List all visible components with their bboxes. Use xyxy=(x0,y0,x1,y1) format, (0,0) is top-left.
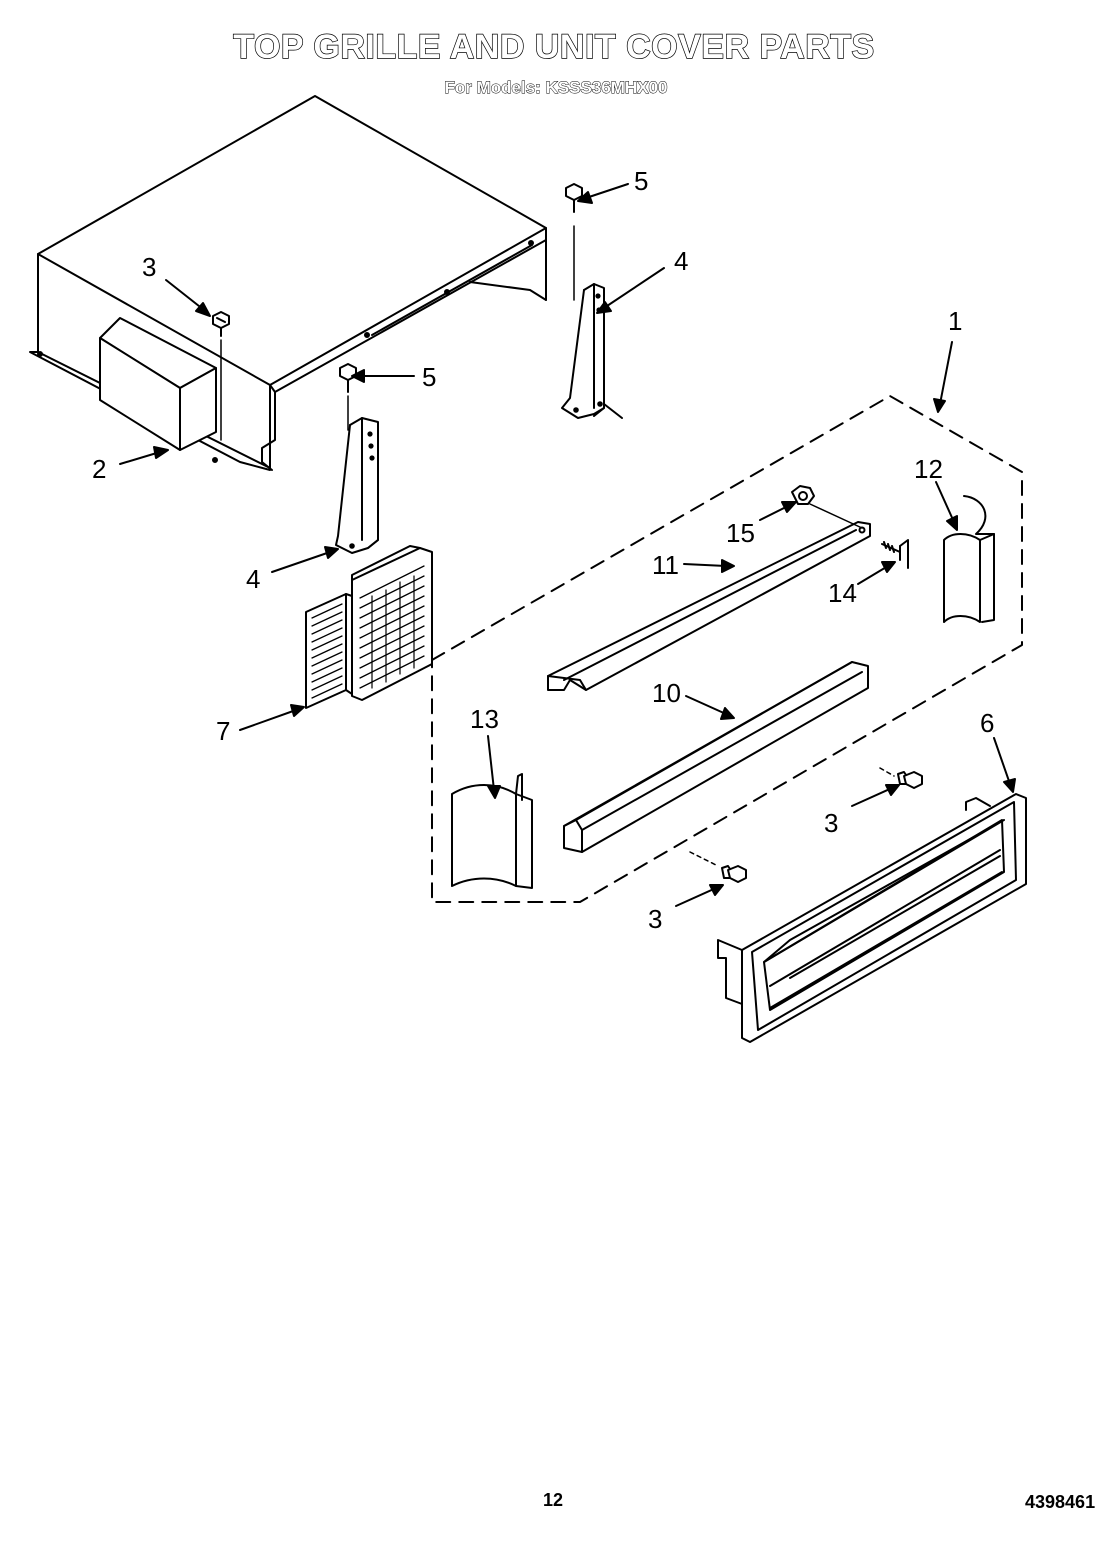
screw-5-left xyxy=(339,363,357,431)
callout-4-right: 4 xyxy=(674,246,688,276)
model-subtitle: For Models: KSSS36MHX00 xyxy=(444,78,668,98)
screw-3-top xyxy=(212,311,230,441)
callout-7: 7 xyxy=(216,716,230,746)
front-grille xyxy=(717,793,1027,1043)
callout-3-lower: 3 xyxy=(648,904,662,934)
screw-5-right xyxy=(565,183,583,301)
callout-12: 12 xyxy=(914,454,943,484)
callout-5-left: 5 xyxy=(422,362,436,392)
screw-3-lower-left xyxy=(689,851,747,883)
callout-15: 15 xyxy=(726,518,755,548)
bracket-right xyxy=(561,283,623,419)
callout-3-top: 3 xyxy=(142,252,156,282)
callout-14: 14 xyxy=(828,578,857,608)
callout-3-right: 3 xyxy=(824,808,838,838)
callout-6: 6 xyxy=(980,708,994,738)
unit-cover xyxy=(29,95,547,471)
louver-grille xyxy=(305,545,433,709)
page-number: 12 xyxy=(543,1490,564,1510)
leader-arrows xyxy=(119,183,1016,907)
callout-labels: 1 2 3 3 3 4 4 5 5 6 7 10 11 12 13 14 15 xyxy=(92,166,994,934)
bracket-left xyxy=(335,417,379,554)
callout-10: 10 xyxy=(652,678,681,708)
callout-5-right: 5 xyxy=(634,166,648,196)
kit-boundary xyxy=(431,395,1023,903)
page-title: TOP GRILLE AND UNIT COVER PARTS xyxy=(233,27,875,66)
lower-channel xyxy=(563,661,869,853)
control-box xyxy=(99,317,217,451)
document-number: 4398461 xyxy=(1025,1492,1096,1512)
callout-11: 11 xyxy=(652,550,679,580)
bolt-14 xyxy=(881,539,909,569)
callout-1: 1 xyxy=(948,306,962,336)
end-cap-12 xyxy=(943,495,995,623)
screw-3-lower-right xyxy=(879,767,923,789)
callout-13: 13 xyxy=(470,704,499,734)
callout-2: 2 xyxy=(92,454,106,484)
end-cap-13 xyxy=(451,773,533,889)
upper-rail xyxy=(547,521,871,691)
nut-15 xyxy=(791,485,863,529)
callout-4-left: 4 xyxy=(246,564,260,594)
